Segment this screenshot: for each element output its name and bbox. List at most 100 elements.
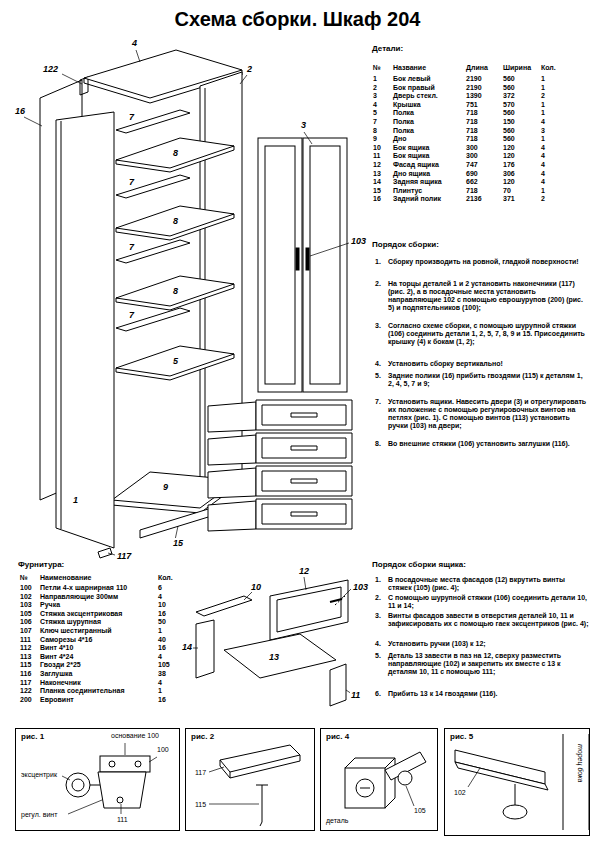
table-cell: Задний полик [393,195,441,203]
callout-number: 13 [268,652,280,662]
shape-stroke [262,504,346,524]
callout-number: 10 [250,582,262,592]
end-cap [98,548,112,558]
shape-stroke [256,499,352,529]
callout-number: 7 [128,310,135,320]
table-cell: 560 [503,75,515,83]
table-cell: 4 [541,152,545,160]
drawer-front [270,580,348,640]
drawer-side [330,664,346,706]
end-cap-figure [209,745,300,826]
table-cell: 7 [373,118,377,126]
drawer-side [196,596,252,616]
step-text: Во внешние стяжки (106) установить заглу… [388,440,590,448]
table-cell: 200 [20,696,32,704]
callout-number: 3 [300,120,307,130]
table-cell: Наконечник [40,679,81,687]
step-text: Задние полики (16) прибить гвоздями (115… [388,372,590,388]
table-cell: 1 [373,75,377,83]
step-text: Установить сборку вертикально! [388,360,590,368]
table-cell: 570 [503,101,515,109]
shape-stroke [208,501,256,531]
callout-number: 103 [350,236,367,246]
shape-stroke [116,175,190,198]
part-label: деталь [325,817,350,825]
shape-stroke [208,402,256,432]
callout-number: 122 [42,64,59,74]
table-cell: 718 [466,127,478,135]
callout-number: 15 [172,538,184,548]
part-label: торец бока [576,743,584,783]
callout-number: 16 [14,106,26,116]
table-cell: 40 [158,636,166,644]
step-text: Винты фасадов завести в отверстия детале… [388,612,590,628]
table-cell: 5 [373,109,377,117]
table-cell: 4 [158,679,162,687]
step-number: 2. [375,594,381,602]
table-cell: 13 [373,170,381,178]
callout-number: 12 [298,566,310,576]
shape-stroke [116,308,190,331]
callout-number: 14 [181,642,193,652]
table-cell: Фасад ящика [393,161,439,169]
shape-stroke [256,433,352,463]
callout-number: 103 [352,582,369,592]
table-cell: Полка [393,109,414,117]
table-cell: Гвозди 2*25 [40,661,81,669]
table-header: № [20,574,28,582]
table-cell: 120 [503,152,515,160]
table-cell: 2 [541,92,545,100]
figure-frame: рис. 1основание 100100эксцентрикрегул. в… [15,728,180,831]
table-cell: 12 [373,161,381,169]
table-header: Кол. [541,64,556,72]
step-number: 8. [375,440,381,448]
table-header: Длина [466,64,488,72]
step-text: Деталь 13 завести в паз на 12, сверху ра… [388,652,590,676]
table-cell: 16 [373,195,381,203]
table-cell: 2136 [466,195,482,203]
figure-label: рис. 1 [20,732,45,741]
table-cell: Дно [393,135,407,143]
table-cell: 372 [503,92,515,100]
table-cell: 70 [503,187,511,195]
shape-stroke [262,405,346,425]
step-text: Сборку производить на ровной, гладкой по… [388,258,590,266]
table-cell: 560 [503,109,515,117]
table-cell: Задняя ящика [393,178,442,186]
table-cell: 120 [503,144,515,152]
shape-stroke [291,479,317,483]
table-cell: 122 [20,687,32,695]
table-cell: 300 [466,152,478,160]
part-label: 115 [194,801,207,809]
table-cell: Планка соединительная [40,687,125,695]
table-cell: 38 [158,670,166,678]
table-cell: 9 [373,135,377,143]
table-cell: Винт 4*10 [40,644,73,652]
left-side-panel [56,112,114,548]
guide-figure [455,734,589,830]
step-number: 5. [375,372,381,380]
table-cell: 2190 [466,75,482,83]
section-heading: Фурнитура: [18,560,64,569]
callout-number: 8 [172,216,179,226]
table-cell: 176 [503,161,515,169]
part-label: регул. винт [20,811,58,819]
table-cell: Петли 4-х шарнирная 110 [40,584,127,592]
table-cell: 11 [373,152,380,160]
callout-number: 117 [116,551,132,561]
callout-number: 2 [246,64,253,74]
table-cell: 4 [541,170,545,178]
table-cell: 15 [373,187,381,195]
table-cell: 4 [541,161,545,169]
table-cell: 100 [20,584,32,592]
table-cell: 6 [158,584,162,592]
table-cell: 690 [466,170,478,178]
table-cell: 1 [541,75,545,83]
table-cell: 102 [20,593,32,601]
table-cell: Винт 4*24 [40,653,73,661]
part-label: 117 [194,769,207,777]
callout-number: 7 [128,177,135,187]
table-cell: 300 [466,144,478,152]
plinth [140,506,218,538]
table-cell: 16 [158,696,166,704]
